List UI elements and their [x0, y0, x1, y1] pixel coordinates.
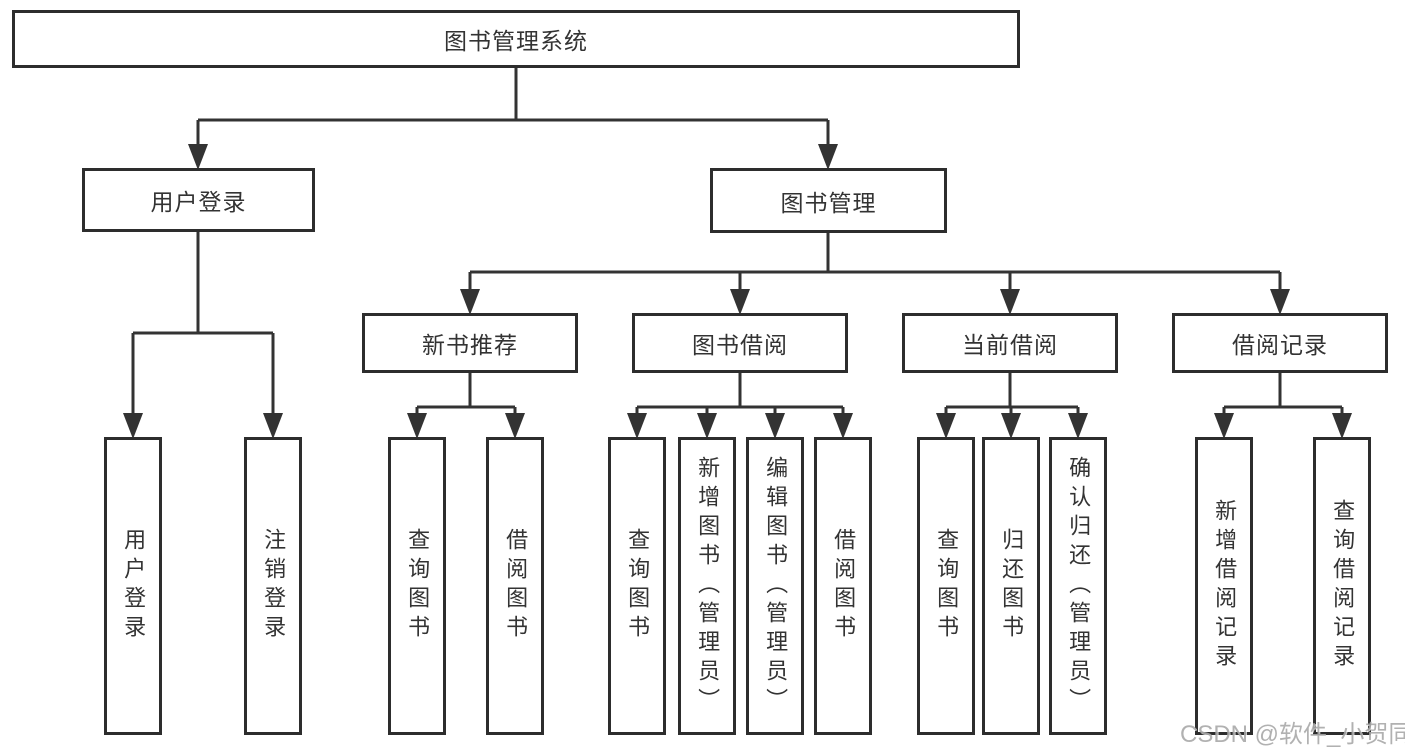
node-current-borrow: 当前借阅 [902, 313, 1118, 373]
node-book-borrow-label: 图书借阅 [692, 332, 788, 358]
csdn-watermark: CSDN @软件_小贺同学 [1180, 721, 1405, 747]
node-leaf-return-book-label: 归还图书 [999, 528, 1025, 644]
node-leaf-current-query-label: 查询图书 [934, 528, 960, 644]
node-leaf-user-login: 用户登录 [104, 437, 162, 735]
node-leaf-borrow-query: 查询图书 [608, 437, 666, 735]
node-user-login-label: 用户登录 [150, 189, 247, 215]
node-leaf-newbook-borrow-label: 借阅图书 [503, 528, 529, 644]
node-leaf-record-add: 新增借阅记录 [1195, 437, 1253, 735]
node-user-login: 用户登录 [82, 168, 315, 232]
node-new-book-recommend-label: 新书推荐 [422, 332, 518, 358]
node-leaf-current-query: 查询图书 [917, 437, 975, 735]
node-leaf-record-query: 查询借阅记录 [1313, 437, 1371, 735]
node-leaf-borrow-query-label: 查询图书 [625, 528, 651, 644]
node-leaf-borrow-edit-admin-label: 编辑图书（管理员） [763, 455, 789, 717]
node-leaf-record-query-label: 查询借阅记录 [1330, 499, 1356, 673]
node-leaf-return-book: 归还图书 [982, 437, 1040, 735]
node-new-book-recommend: 新书推荐 [362, 313, 578, 373]
node-root-system: 图书管理系统 [12, 10, 1020, 68]
node-book-management: 图书管理 [710, 168, 947, 233]
node-leaf-logout: 注销登录 [244, 437, 302, 735]
node-leaf-confirm-return-admin: 确认归还（管理员） [1049, 437, 1107, 735]
node-book-management-label: 图书管理 [780, 189, 877, 216]
node-leaf-borrow-book: 借阅图书 [814, 437, 872, 735]
node-leaf-borrow-add-admin: 新增图书（管理员） [678, 437, 736, 735]
node-current-borrow-label: 当前借阅 [962, 332, 1058, 358]
node-borrow-records-label: 借阅记录 [1232, 332, 1328, 358]
node-leaf-borrow-book-label: 借阅图书 [831, 528, 857, 644]
node-root-label: 图书管理系统 [444, 28, 588, 54]
node-leaf-logout-label: 注销登录 [261, 528, 287, 644]
node-leaf-newbook-query: 查询图书 [388, 437, 446, 735]
node-leaf-record-add-label: 新增借阅记录 [1212, 499, 1238, 673]
node-leaf-confirm-return-admin-label: 确认归还（管理员） [1066, 455, 1092, 717]
node-leaf-borrow-edit-admin: 编辑图书（管理员） [746, 437, 804, 735]
arrowheads [123, 144, 1352, 439]
node-leaf-newbook-query-label: 查询图书 [405, 528, 431, 644]
node-leaf-borrow-add-admin-label: 新增图书（管理员） [695, 455, 721, 717]
node-leaf-newbook-borrow: 借阅图书 [486, 437, 544, 735]
node-borrow-records: 借阅记录 [1172, 313, 1388, 373]
node-leaf-user-login-label: 用户登录 [121, 528, 147, 644]
node-book-borrow: 图书借阅 [632, 313, 848, 373]
